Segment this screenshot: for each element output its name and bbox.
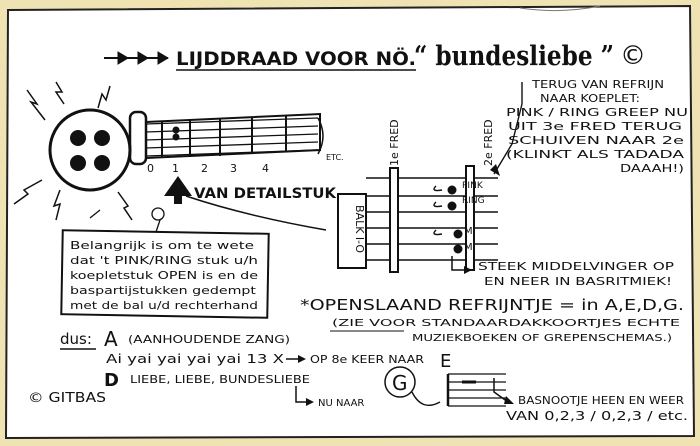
title-copyright-mark: © <box>620 41 646 71</box>
finger-label-m2: M <box>464 242 473 253</box>
top-note-line: PINK / RING GREEP NU <box>506 107 688 119</box>
finger-label-pink: PINK <box>462 181 484 191</box>
fret-numbers: 0 1 2 3 4 ETC. <box>147 153 344 175</box>
dus-line3-text: LIEBE, LIEBE, BUNDESLIEBE <box>130 373 310 386</box>
top-note: TERUG VAN REFRIJN NAAR KOEPLET: PINK / R… <box>490 79 688 176</box>
credit: © GITBAS <box>28 391 106 406</box>
top-note-line: DAAAH!) <box>620 163 684 175</box>
top-note-arrow-icon <box>490 164 500 176</box>
middle-finger-pointer <box>451 256 464 271</box>
info-box-line: Belangrijk is om te wete <box>70 239 254 252</box>
bass-staff <box>446 373 506 407</box>
refrain-note-sub: MUZIEKBOEKEN OF GREPENSCHEMAS.) <box>412 333 672 344</box>
fret-label-second: 2e FRED <box>482 119 495 166</box>
fret-label-first: 1e FRED <box>388 119 401 166</box>
dus-chord-g: G <box>392 371 408 395</box>
top-note-line: TERUG VAN REFRIJN <box>531 79 664 91</box>
middle-finger-note-line: STEEK MIDDELVINGER OP <box>478 260 675 273</box>
fret-number: 3 <box>230 162 237 175</box>
top-note-line: NAAR KOEPLET: <box>540 93 640 105</box>
top-note-line: UIT 3e FRED TERUG <box>508 121 682 133</box>
paper-curl <box>519 5 601 12</box>
dus-line4-arrow-icon <box>295 386 308 403</box>
paper <box>4 4 696 440</box>
dus-chord-a: A <box>104 327 118 351</box>
fret-number: 1 <box>172 162 179 175</box>
top-note-line: SCHUIVEN NAAR 2e <box>508 135 684 147</box>
finger-dots <box>447 185 463 254</box>
dus-chord-d: D <box>104 370 119 391</box>
fret-number: 0 <box>147 162 154 175</box>
balk-label: BALK I-O <box>353 205 366 253</box>
info-box-line: met de bal u/d rechterhand <box>70 299 258 312</box>
middle-finger-note-line: EN NEER IN BASRITMIEK! <box>484 275 672 288</box>
dus-line4-arrowhead-icon <box>306 398 314 406</box>
dus-chord-e: E <box>440 351 451 372</box>
info-box-text: Belangrijk is om te wete dat 't PINK/RIN… <box>70 239 258 312</box>
bass-note-arrowhead-icon <box>504 396 514 404</box>
bass-note-line: BASNOOTJE HEEN EN WEER <box>518 395 684 407</box>
chord-g-circle <box>384 366 416 398</box>
dus-line4: NU NAAR <box>318 398 364 409</box>
refrain-note-main: *OPENSLAAND REFRIJNTJE = in A,E,D,G. <box>300 296 684 314</box>
dus-line2-b: OP 8e KEER NAAR <box>310 353 424 366</box>
info-box-pin <box>89 207 165 233</box>
chord-g-tail <box>411 391 441 406</box>
refrain-note-sub: (ZIE VOOR STANDAARDAKKOORTJES ECHTE <box>332 318 680 329</box>
info-box-line: dat 't PINK/RING stuk u/h <box>70 254 258 267</box>
info-box-line: baspartijstukken gedempt <box>70 284 257 297</box>
middle-finger-arrow-icon <box>464 266 472 274</box>
fretboard-detail <box>337 165 498 273</box>
bass-note-line: VAN 0,2,3 / 0,2,3 / etc. <box>506 409 688 423</box>
fret-etc: ETC. <box>326 153 344 162</box>
title-prefix: LIJDDRAAD VOOR NÖ. <box>176 46 416 70</box>
dus-line2-arrowhead-icon <box>298 355 306 363</box>
dus-label: dus: <box>60 330 92 348</box>
top-note-line: (KLINKT ALS TADADA <box>506 149 685 161</box>
top-note-bracket <box>493 82 523 175</box>
finger-label-ring: RING <box>462 196 485 206</box>
title-arrows-icon <box>104 51 169 65</box>
dus-line1-text: (AANHOUDENDE ZANG) <box>128 333 290 346</box>
info-box <box>60 229 270 319</box>
title-song: “ bundesliebe ” <box>414 41 614 72</box>
finger-arrows-icon <box>433 185 443 236</box>
dus-line2: Ai yai yai yai yai 13 X <box>106 352 284 366</box>
fret-number: 4 <box>262 162 269 175</box>
info-box-line: koepletstuk OPEN is en de <box>70 269 258 282</box>
fret-number: 2 <box>201 162 208 175</box>
detail-label: VAN DETAILSTUK <box>194 186 337 202</box>
detail-arrow-icon <box>164 176 192 204</box>
finger-label-m1: M <box>464 226 473 237</box>
bass-note-arrow-icon <box>493 378 509 403</box>
detail-pointer-line <box>185 195 327 231</box>
guitar-neck <box>128 110 324 166</box>
